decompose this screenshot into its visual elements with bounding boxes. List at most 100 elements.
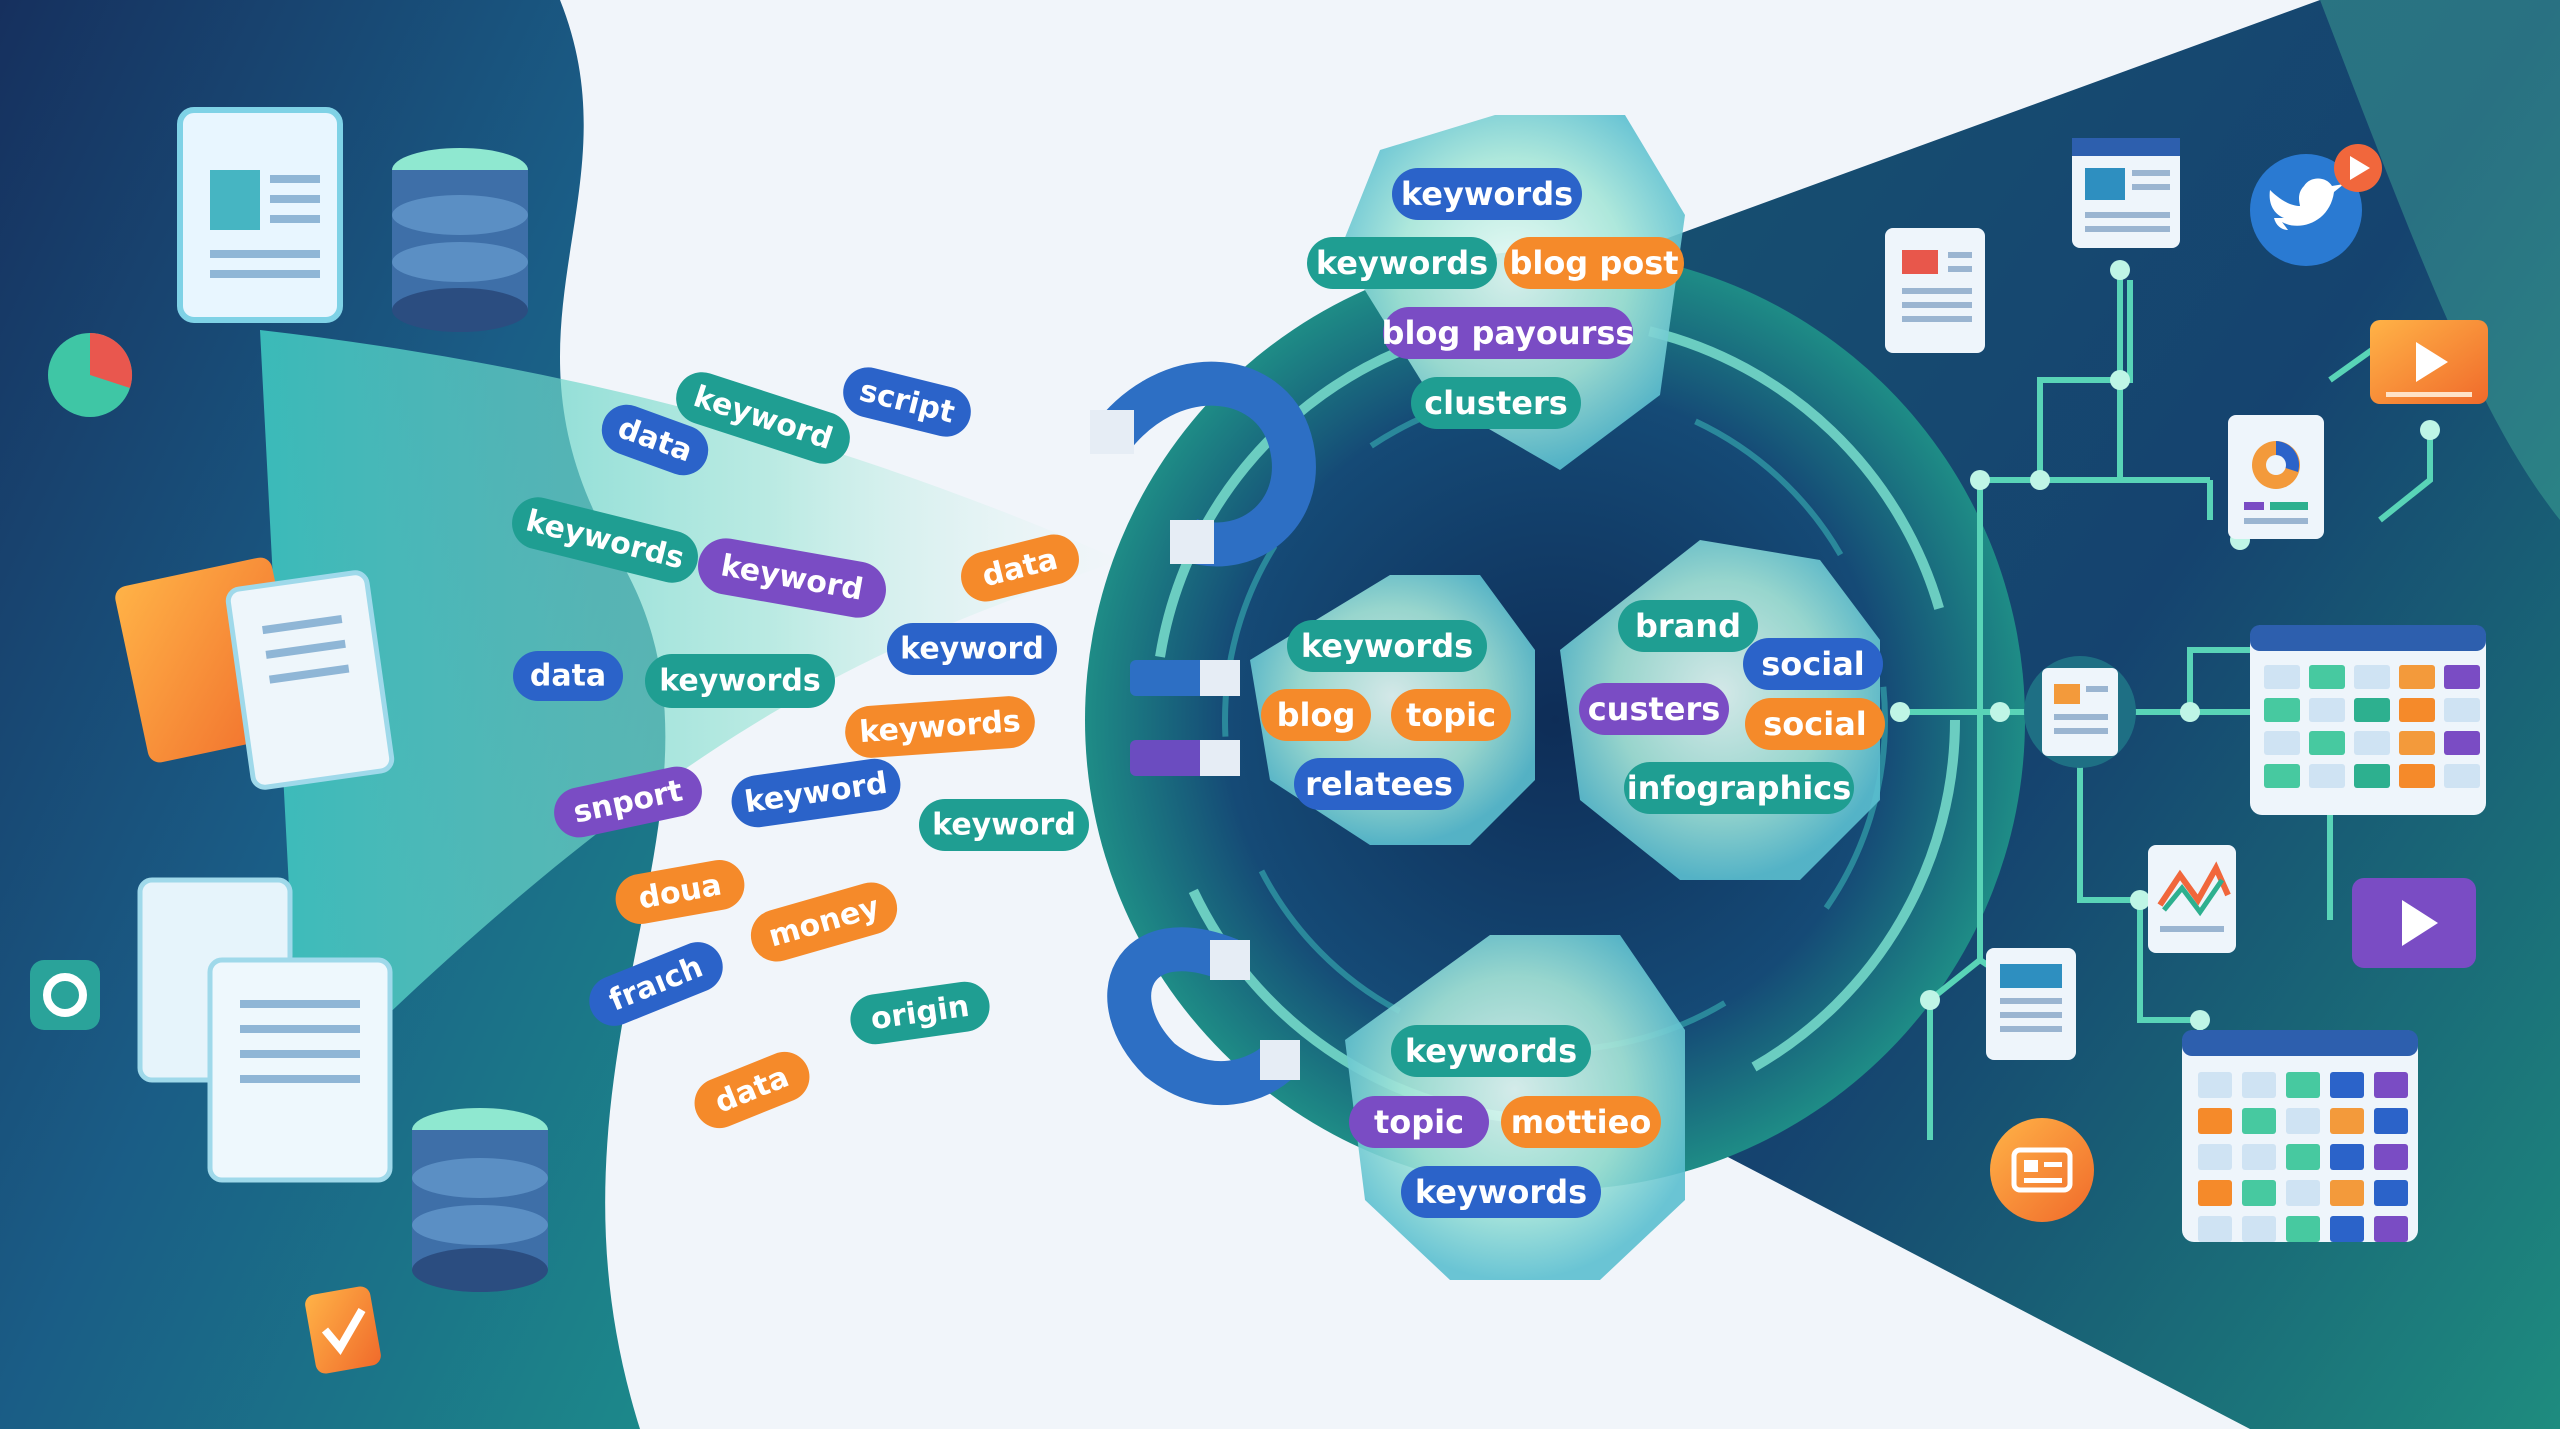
calendar-cell <box>2198 1216 2232 1242</box>
calendar-grid <box>2264 665 2480 788</box>
calendar-cell <box>2354 764 2390 788</box>
calendar-cell <box>2242 1180 2276 1206</box>
calendar-cell <box>2286 1180 2320 1206</box>
tag-background <box>1579 683 1729 735</box>
tag-pill: origin <box>850 981 990 1045</box>
tag-background <box>1411 377 1581 429</box>
tag-pill: data <box>513 651 623 701</box>
data-stream <box>260 330 1120 1100</box>
document-icon <box>1885 228 1985 353</box>
calendar-cell <box>2374 1216 2408 1242</box>
calendar-cell <box>2286 1144 2320 1170</box>
tag-label: blog payourss <box>1382 314 1635 352</box>
tag-background <box>512 497 698 583</box>
calendar-cell <box>2286 1072 2320 1098</box>
calendar-cell <box>2354 665 2390 689</box>
tag-label: keyword <box>932 808 1076 843</box>
tag-background <box>750 882 898 962</box>
calendar-cell <box>2444 665 2480 689</box>
tag-label: infographics <box>1627 769 1852 807</box>
twitter-icon <box>2250 154 2362 266</box>
tag-background <box>845 696 1035 758</box>
tag-background <box>513 651 623 701</box>
calendar-cell <box>2374 1072 2408 1098</box>
tag-background <box>1745 698 1885 750</box>
calendar-cell <box>2264 665 2300 689</box>
chat-document-icon <box>115 557 395 790</box>
document-icon <box>2024 656 2136 768</box>
tag-pill: data <box>961 534 1079 602</box>
calendar-cell <box>2286 1216 2320 1242</box>
tag-background <box>843 367 971 437</box>
tag-pill: keywords <box>1391 1025 1591 1077</box>
tag-label: keyword <box>900 632 1044 667</box>
tag-label: mottieo <box>1511 1103 1652 1141</box>
contact-card-icon <box>1990 1118 2094 1222</box>
tag-background <box>554 766 702 838</box>
tag-background <box>1504 237 1684 289</box>
tag-label: topic <box>1374 1103 1464 1141</box>
cluster-labels: keywords keywords blog post blog payourss cl… <box>1261 168 1885 1218</box>
tag-pill: social <box>1745 698 1885 750</box>
calendar-cell <box>2444 764 2480 788</box>
report-icon <box>2228 415 2324 539</box>
play-icon <box>2352 878 2476 968</box>
calendar-cell <box>2330 1144 2364 1170</box>
tag-pill: keyword <box>919 799 1089 851</box>
calendar-cell <box>2399 731 2435 755</box>
database-icon <box>412 1108 548 1292</box>
tag-pill: social <box>1743 638 1883 690</box>
tag-label: relatees <box>1305 765 1453 803</box>
calendar-cell <box>2198 1072 2232 1098</box>
tag-background <box>1743 638 1883 690</box>
magnet-icon <box>1107 927 1300 1105</box>
calendar-cell <box>2286 1108 2320 1134</box>
tag-background <box>1391 689 1511 741</box>
calendar-icon <box>2250 625 2486 815</box>
calendar-cell <box>2242 1216 2276 1242</box>
tag-pill: blog <box>1261 689 1371 741</box>
calendar-cell <box>2330 1108 2364 1134</box>
tag-pill: mottieo <box>1501 1096 1661 1148</box>
calendar-icon <box>2182 1030 2418 1242</box>
tag-background <box>615 860 745 924</box>
tag-pill: keywords <box>645 654 835 708</box>
tag-background <box>961 534 1079 602</box>
tag-pill: relatees <box>1294 758 1464 810</box>
tag-background <box>698 538 886 618</box>
calendar-cell <box>2242 1072 2276 1098</box>
tag-label: blog post <box>1509 244 1678 282</box>
tag-background <box>1294 758 1464 810</box>
tag-background <box>1501 1096 1661 1148</box>
tag-background <box>1391 1025 1591 1077</box>
play-icon <box>2334 144 2382 192</box>
calendar-cell <box>2374 1180 2408 1206</box>
tag-pill: clusters <box>1411 377 1581 429</box>
calendar-cell <box>2330 1072 2364 1098</box>
tag-background <box>1392 168 1582 220</box>
calendar-cell <box>2330 1216 2364 1242</box>
tag-pill: blog post <box>1504 237 1684 289</box>
tag-background <box>645 654 835 708</box>
magnet-icon <box>1130 660 1240 776</box>
calendar-cell <box>2354 731 2390 755</box>
tag-label: keywords <box>1415 1173 1587 1211</box>
calendar-grid <box>2198 1072 2408 1242</box>
tag-background <box>589 942 723 1026</box>
tag-background <box>1307 237 1497 289</box>
tag-label: keywords <box>659 664 821 699</box>
calendar-cell <box>2399 698 2435 722</box>
tag-label: keywords <box>1301 627 1473 665</box>
tag-pill: brand <box>1618 600 1758 652</box>
tag-background <box>1401 1166 1601 1218</box>
calendar-cell <box>2264 731 2300 755</box>
magnet-icon <box>1090 361 1316 567</box>
tag-pill: doua <box>615 860 745 924</box>
chart-icon <box>2148 845 2236 953</box>
tag-pill: keywords <box>1307 237 1497 289</box>
tag-label: clusters <box>1424 384 1568 422</box>
tag-pill: keyword <box>887 623 1057 675</box>
tag-background <box>1624 762 1854 814</box>
